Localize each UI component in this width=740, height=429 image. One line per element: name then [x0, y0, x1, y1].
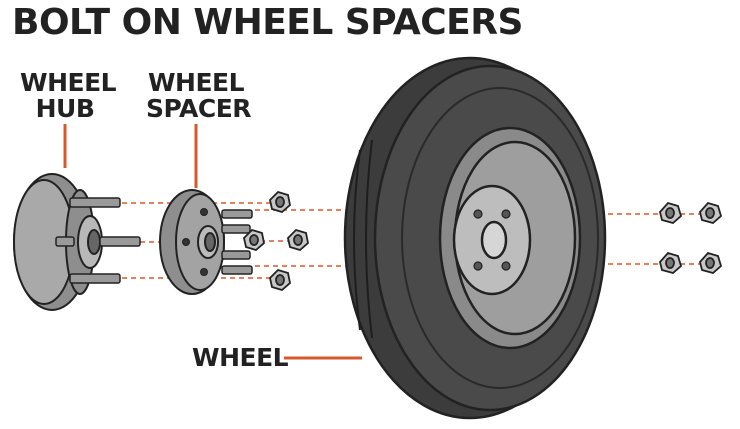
wheel-hub-label-line-2: HUB [35, 94, 95, 123]
spacer-lug-nuts [243, 190, 309, 292]
wheel-hub-label: WHEEL HUB [20, 68, 117, 123]
lug-nut [287, 228, 309, 252]
wheel-lug-nuts [659, 201, 723, 274]
wheel-hub-label-line-1: WHEEL [20, 68, 117, 97]
wheel-spacer-label: WHEEL SPACER [146, 68, 252, 123]
lug-nut [243, 228, 265, 252]
lug-nut [269, 268, 291, 292]
lug-nut [269, 190, 291, 214]
wheel-spacer [159, 189, 253, 295]
wheel-spacer-label-line-1: WHEEL [147, 68, 245, 97]
lug-nut [659, 201, 683, 224]
wheel-spacer-label-line-2: SPACER [146, 94, 252, 123]
lug-nut [659, 251, 683, 274]
lug-nut [699, 251, 723, 274]
diagram-title: BOLT ON WHEEL SPACERS [12, 2, 523, 43]
wheel-hub [13, 173, 141, 311]
wheel [343, 56, 607, 420]
lug-nut [699, 201, 723, 224]
wheel-label: WHEEL [192, 343, 289, 372]
